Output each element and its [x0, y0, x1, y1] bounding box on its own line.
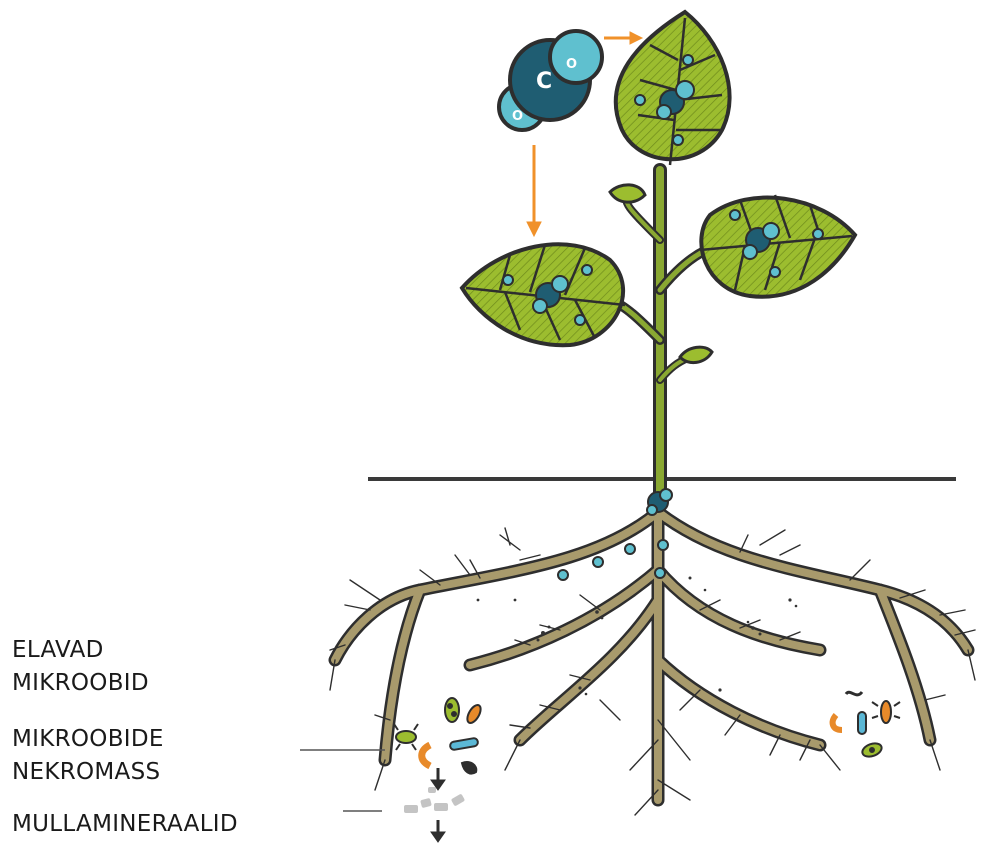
necromass-fragments	[404, 787, 465, 813]
co2-molecule: C O O	[499, 31, 602, 130]
microbes-right	[833, 692, 900, 759]
label-microbial-necromass: MIKROOBIDE NEKROMASS	[12, 723, 164, 789]
plant-stem	[610, 170, 720, 500]
label-soil-minerals: MULLAMINERAALID	[12, 808, 238, 841]
microbes-left	[394, 698, 483, 774]
label-living-microbes-line2: MIKROOBID	[12, 667, 149, 700]
label-necromass-line1: MIKROOBIDE	[12, 723, 164, 756]
arrow-to-top-leaf	[604, 32, 642, 44]
down-arrow-2	[431, 820, 445, 842]
label-living-microbes: ELAVAD MIKROOBID	[12, 634, 149, 700]
carbon-letter: C	[536, 69, 552, 94]
down-arrow-1	[431, 768, 445, 790]
oxygen-letter-bottom: O	[512, 109, 523, 124]
label-necromass-line2: NEKROMASS	[12, 756, 164, 789]
leaf-bud-upper	[610, 185, 645, 202]
label-living-microbes-line1: ELAVAD	[12, 634, 149, 667]
oxygen-letter-top: O	[566, 57, 577, 72]
arrow-to-left-leaf	[527, 145, 541, 236]
leaf-bud-lower	[680, 347, 712, 362]
leaf-right	[700, 195, 855, 297]
